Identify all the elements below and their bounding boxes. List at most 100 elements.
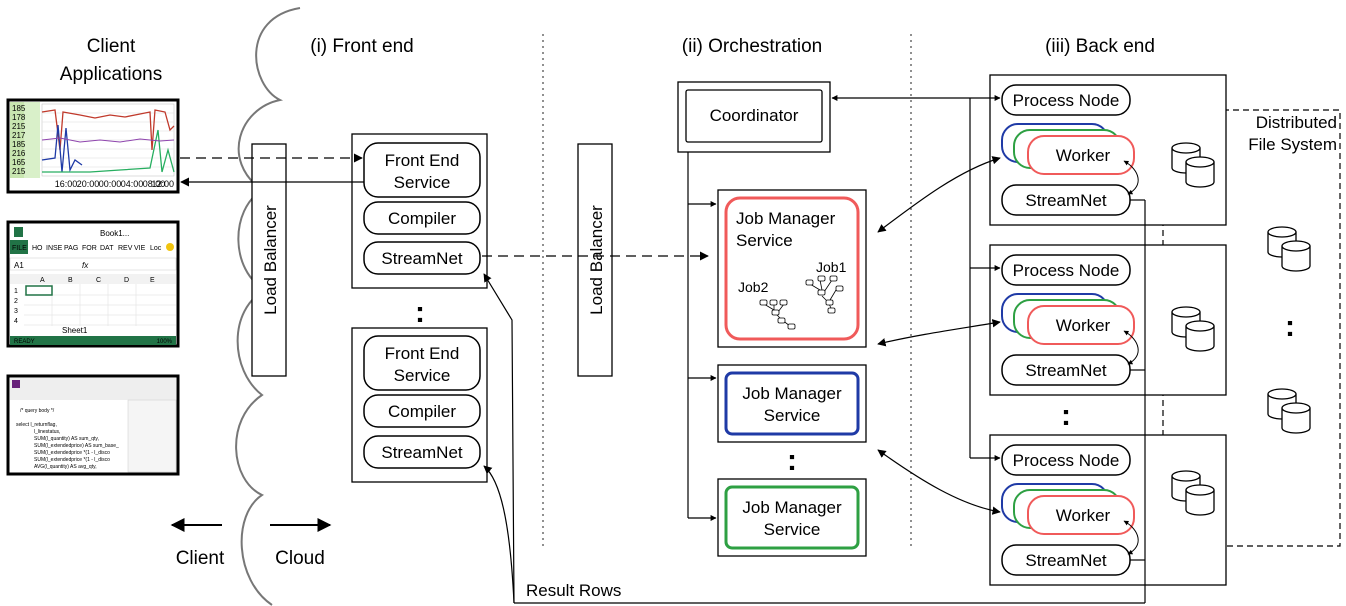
job-manager-worker-link <box>877 156 1001 233</box>
worker-label: Worker <box>1056 146 1111 165</box>
excel-thumb-row: 3 <box>14 308 18 315</box>
process-node-box <box>1001 254 1131 286</box>
excel-thumb-sheet: Sheet1 <box>62 326 88 335</box>
excel-thumb-row: 2 <box>14 298 18 305</box>
process-node-box <box>1001 84 1131 116</box>
excel-thumb-tab: VIE <box>134 245 146 252</box>
disk-icon <box>1171 470 1215 516</box>
job1-dag-icon <box>805 275 844 314</box>
chart-thumb-xtick: 08:00 <box>143 179 166 189</box>
dfs-label-line2: File System <box>1248 135 1337 154</box>
front-end-stack-2: Front End Service Compiler StreamNet <box>351 327 488 483</box>
result-rows-label: Result Rows <box>526 581 621 600</box>
job-manager-service-box <box>724 371 860 436</box>
coordinator-label: Coordinator <box>710 106 799 125</box>
job-manager-service-label-line1: Job Manager <box>742 384 842 403</box>
front-end-service-label-line2: Service <box>394 173 451 192</box>
excel-app-thumbnail: Book1... FILE HO INSE PAG FOR DAT REV VI… <box>6 220 180 348</box>
front-end-ellipsis: : <box>415 296 425 329</box>
worker-box <box>1027 305 1135 345</box>
job-manager-ellipsis: : <box>787 444 797 477</box>
vs-thumb-code-line: AVG(l_quantity) AS avg_qty, <box>34 464 97 470</box>
vs-thumb-code-line: SUM(l_quantity) AS sum_qty, <box>34 436 99 442</box>
process-node-box <box>1001 444 1131 476</box>
client-label: Client <box>176 548 225 569</box>
front-end-service-label-line1: Front End <box>385 151 460 170</box>
back-end-heading: (iii) Back end <box>1045 36 1155 57</box>
worker-label: Worker <box>1056 316 1111 335</box>
worker-label: Worker <box>1056 506 1111 525</box>
excel-thumb-col: A <box>40 277 45 284</box>
back-end-node-3: Process Node Worker StreamNet <box>989 434 1227 586</box>
excel-thumb-tab: PAG <box>64 245 78 252</box>
dfs-label-line1: Distributed <box>1256 113 1337 132</box>
chart-app-thumbnail: 185 178 215 217 185 216 165 215 16:00 20… <box>6 98 180 194</box>
worker-box <box>1027 135 1135 175</box>
compiler-label: Compiler <box>388 209 456 228</box>
vs-thumb-code-line: SUM(l_extendedprice *(1 - l_disco <box>34 457 110 463</box>
job-manager-worker-link <box>877 319 1001 347</box>
back-end-streamnet-label: StreamNet <box>1025 191 1107 210</box>
front-end-service-label-line1: Front End <box>385 344 460 363</box>
cloud-label: Cloud <box>275 548 325 569</box>
job-manager-service-label-line2: Service <box>764 520 821 539</box>
disk-icon <box>1267 226 1311 272</box>
job2-label: Job2 <box>738 279 769 295</box>
job-manager-service-label-line2: Service <box>764 406 821 425</box>
excel-thumb-tab: FOR <box>82 245 97 252</box>
excel-thumb-cellref: A1 <box>14 261 24 270</box>
chart-thumb-ytick: 216 <box>12 149 26 158</box>
worker-box <box>1027 495 1135 535</box>
compiler-box <box>363 201 481 235</box>
vs-thumb-code-line: l_linestatus, <box>34 429 60 435</box>
chart-thumb-xtick: 00:00 <box>99 179 122 189</box>
process-node-label: Process Node <box>1013 261 1120 280</box>
excel-thumb-row: 1 <box>14 288 18 295</box>
vs-thumb-code-line: SUM(l_extendedprice) AS sum_base_ <box>34 443 119 449</box>
disk-icon <box>1171 142 1215 188</box>
excel-thumb-row: 4 <box>14 318 18 325</box>
job-manager-service-box <box>724 485 860 550</box>
excel-thumb-zoom: 100% <box>157 339 173 345</box>
excel-thumb-tab: HO <box>32 245 43 252</box>
coordinator-box <box>685 89 823 143</box>
front-end-service-label-line2: Service <box>394 366 451 385</box>
load-balancer-frontend-label: Load Balancer <box>261 205 280 315</box>
job-manager-service-box <box>724 196 860 341</box>
chart-thumb-ytick: 185 <box>12 104 26 113</box>
chart-thumb-xtick: 16:00 <box>55 179 78 189</box>
client-apps-heading-line2: Applications <box>60 64 162 85</box>
chart-thumb-ytick: 215 <box>12 167 26 176</box>
chart-thumb-xtick: 04:00 <box>121 179 144 189</box>
back-end-ellipsis: : <box>1061 399 1071 432</box>
orchestration-heading: (ii) Orchestration <box>682 36 822 57</box>
load-balancer-orchestration-label: Load Balancer <box>587 205 606 315</box>
chart-thumb-ytick: 215 <box>12 122 26 131</box>
vs-thumb-code-line: select l_returnflag, <box>16 422 57 428</box>
excel-thumb-status: READY <box>14 339 35 345</box>
coordinator-to-job-managers-connector <box>687 152 717 521</box>
front-end-streamnet-label: StreamNet <box>381 249 463 268</box>
front-end-heading: (i) Front end <box>310 36 413 57</box>
front-end-streamnet-label: StreamNet <box>381 443 463 462</box>
compiler-label: Compiler <box>388 402 456 421</box>
front-end-service-box <box>363 335 481 391</box>
chart-thumb-ytick: 165 <box>12 158 26 167</box>
job-manager-worker-link <box>877 449 1001 515</box>
vs-thumb-code-line: SUM(l_extendedprice *(1 - l_disco <box>34 450 110 456</box>
job-manager-service-label-line1: Job Manager <box>742 498 842 517</box>
distributed-file-system-box <box>1162 109 1341 547</box>
excel-thumb-col: E <box>150 277 155 284</box>
excel-thumb-tab: Loc <box>150 245 162 252</box>
vs-thumb-code-line: /* query body */ <box>20 408 55 414</box>
process-node-label: Process Node <box>1013 451 1120 470</box>
excel-thumb-tab: FILE <box>12 245 27 252</box>
back-end-streamnet-label: StreamNet <box>1025 551 1107 570</box>
job1-label: Job1 <box>816 259 847 275</box>
result-rows-path <box>483 199 1146 604</box>
compiler-box <box>363 394 481 428</box>
job-manager-service-label-line1: Job Manager <box>736 209 836 228</box>
excel-thumb-tab: INSE <box>46 245 63 252</box>
job2-dag-icon <box>759 299 796 330</box>
